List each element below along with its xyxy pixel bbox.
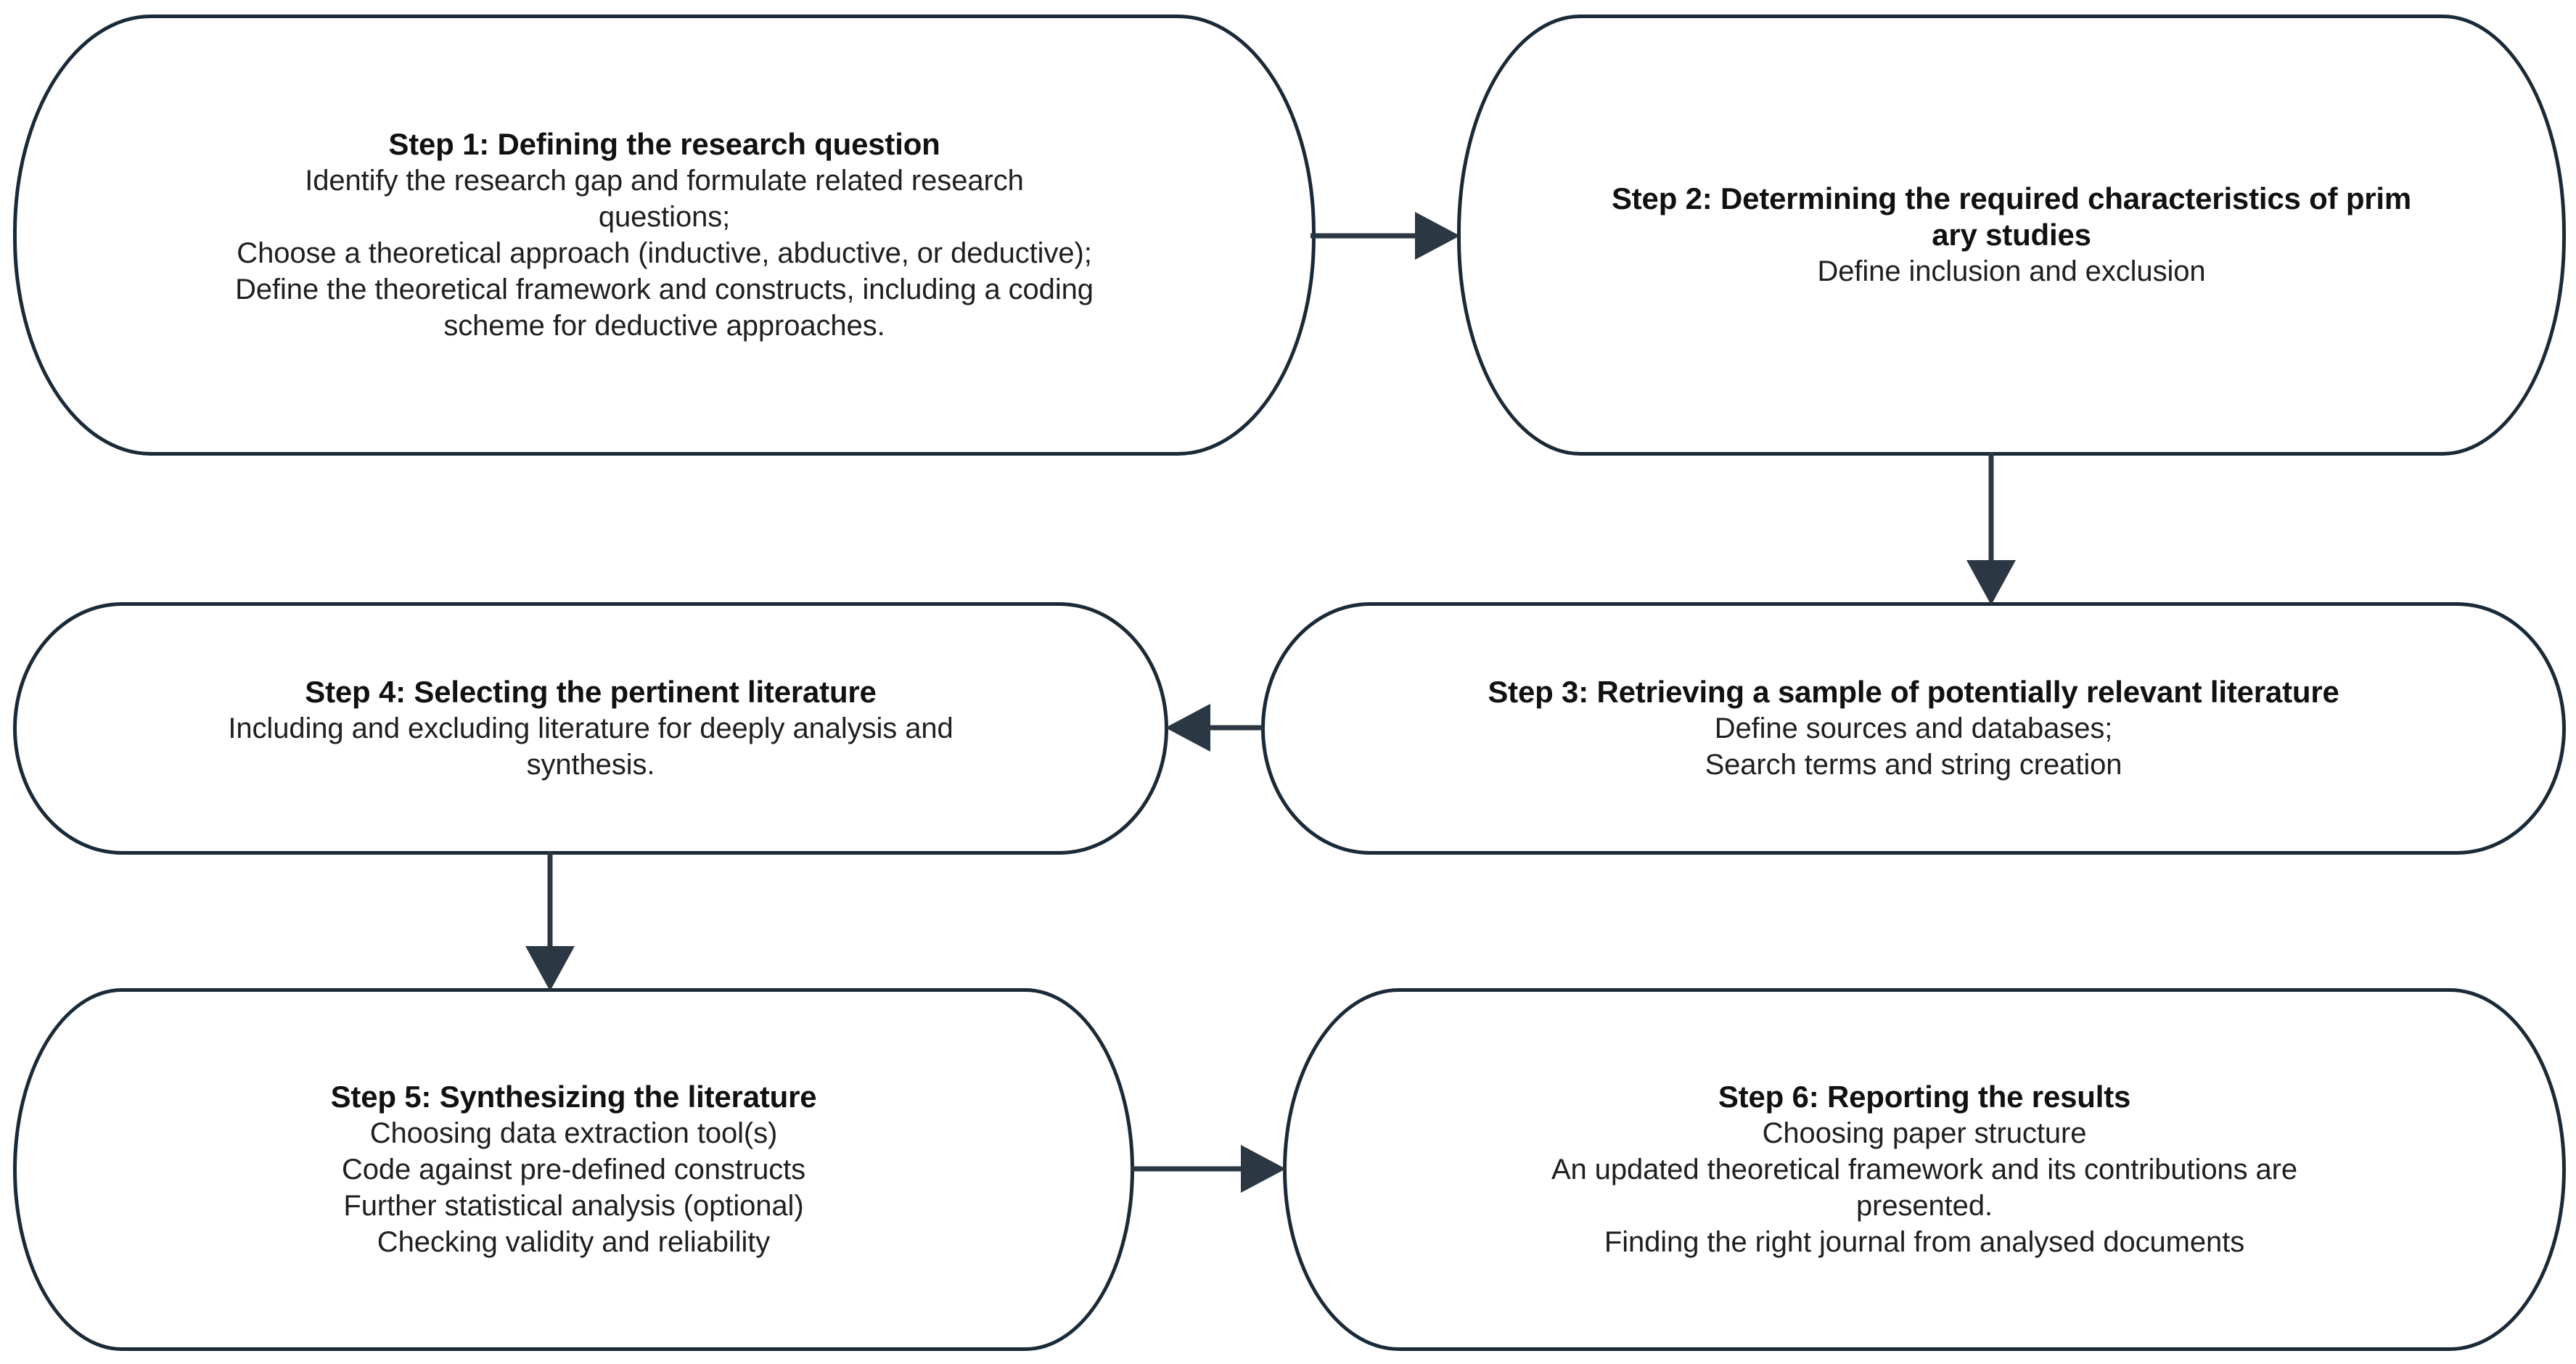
connector-step2-to-step3 (1966, 453, 2016, 605)
connector-step5-to-step6 (1131, 1145, 1286, 1193)
connector-step1-to-step2 (1310, 212, 1460, 260)
connector-shaft (1131, 1166, 1245, 1172)
flow-node-step3-title: Step 3: Retrieving a sample of potential… (1488, 675, 2339, 709)
flow-node-step6-title: Step 6: Reporting the results (1718, 1080, 2131, 1114)
connector-step4-to-step5 (525, 852, 575, 991)
flow-node-step2-title: Step 2: Determining the required charact… (1611, 181, 2412, 252)
flow-node-step4-title: Step 4: Selecting the pertinent literatu… (305, 675, 877, 709)
arrow-left-icon (1165, 704, 1210, 752)
connector-shaft (547, 852, 553, 949)
connector-shaft (1988, 453, 1994, 563)
connector-step3-to-step4 (1165, 704, 1263, 752)
flow-node-step1[interactable]: Step 1: Defining the research question I… (13, 15, 1316, 456)
connector-shaft (1205, 725, 1263, 731)
flow-node-step6-body: Choosing paper structure An updated theo… (1551, 1117, 2298, 1258)
flow-node-step5[interactable]: Step 5: Synthesizing the literature Choo… (13, 988, 1134, 1351)
arrow-right-icon (1241, 1145, 1286, 1193)
flow-node-step2[interactable]: Step 2: Determining the required charact… (1457, 15, 2566, 456)
flow-node-step1-title: Step 1: Defining the research question (388, 127, 940, 161)
flow-node-step4[interactable]: Step 4: Selecting the pertinent literatu… (13, 602, 1168, 855)
flow-node-step5-body: Choosing data extraction tool(s) Code ag… (341, 1117, 806, 1258)
flow-node-step1-body: Identify the research gap and formulate … (235, 165, 1094, 342)
connector-shaft (1310, 233, 1419, 239)
arrow-right-icon (1415, 212, 1460, 260)
flow-node-step6[interactable]: Step 6: Reporting the results Choosing p… (1283, 988, 2566, 1351)
flow-node-step2-body: Define inclusion and exclusion (1817, 255, 2206, 287)
flow-node-step3[interactable]: Step 3: Retrieving a sample of potential… (1261, 602, 2566, 855)
arrow-down-icon (525, 946, 575, 991)
flow-node-step3-body: Define sources and databases; Search ter… (1705, 712, 2122, 781)
flow-node-step4-body: Including and excluding literature for d… (228, 712, 953, 781)
arrow-down-icon (1966, 560, 2016, 605)
flow-node-step5-title: Step 5: Synthesizing the literature (330, 1080, 817, 1114)
